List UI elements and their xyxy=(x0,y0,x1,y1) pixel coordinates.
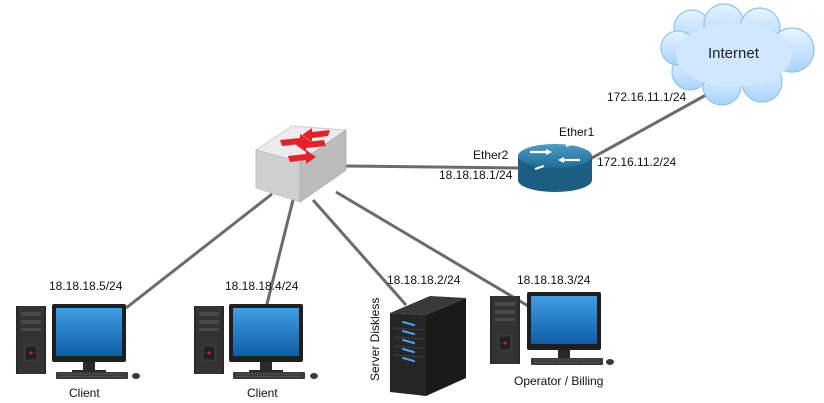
desktop-tower-icon xyxy=(193,305,225,375)
switch-arrows xyxy=(280,128,330,164)
desktop-tower-icon xyxy=(489,295,521,365)
monitor-icon xyxy=(527,292,601,362)
monitor-icon xyxy=(52,304,126,374)
desktop-tower-icon xyxy=(15,305,47,375)
mouse-icon xyxy=(310,373,318,379)
link-router-switch xyxy=(345,164,519,170)
operator-billing: 18.18.18.3/24 Operator / Billing xyxy=(489,273,614,388)
router-wan-ip: 172.16.11.2/24 xyxy=(597,155,677,169)
mouse-icon xyxy=(132,373,140,379)
network-links xyxy=(125,93,707,312)
link-internet-router xyxy=(580,93,707,166)
link-switch-client2 xyxy=(264,199,295,309)
operator-label: Operator / Billing xyxy=(514,374,603,388)
router-icon xyxy=(518,141,592,192)
link-switch-client1 xyxy=(125,192,273,310)
ether2-label: Ether2 xyxy=(473,148,509,162)
client-2-ip: 18.18.18.4/24 xyxy=(225,279,299,293)
internet-label: Internet xyxy=(708,45,760,62)
internet-cloud: Internet xyxy=(660,3,815,106)
link-switch-operator xyxy=(335,190,536,312)
link-switch-server xyxy=(311,199,408,306)
server-diskless: 18.18.18.2/24 Server Diskless xyxy=(368,273,466,396)
router: Ether1 Ether2 172.16.11.2/24 18.18.18.1/… xyxy=(439,125,677,192)
keyboard-icon xyxy=(55,371,129,380)
server-rack-icon xyxy=(390,296,466,396)
switch-icon xyxy=(255,125,348,203)
monitor-icon xyxy=(229,304,303,374)
client-1-label: Client xyxy=(69,386,100,400)
operator-ip: 18.18.18.3/24 xyxy=(517,273,591,287)
switch xyxy=(255,125,348,203)
server-ip: 18.18.18.2/24 xyxy=(387,273,461,287)
client-1: 18.18.18.5/24 Client xyxy=(15,279,140,400)
gateway-ip: 172.16.11.1/24 xyxy=(607,90,687,104)
client-2-label: Client xyxy=(247,386,278,400)
mouse-icon xyxy=(606,359,614,365)
client-1-ip: 18.18.18.5/24 xyxy=(49,279,123,293)
server-label: Server Diskless xyxy=(368,298,382,381)
client-2: 18.18.18.4/24 Client xyxy=(193,279,318,400)
keyboard-icon xyxy=(232,371,306,380)
router-lan-ip: 18.18.18.1/24 xyxy=(439,168,513,182)
keyboard-icon xyxy=(530,357,604,366)
ether1-label: Ether1 xyxy=(559,125,595,139)
